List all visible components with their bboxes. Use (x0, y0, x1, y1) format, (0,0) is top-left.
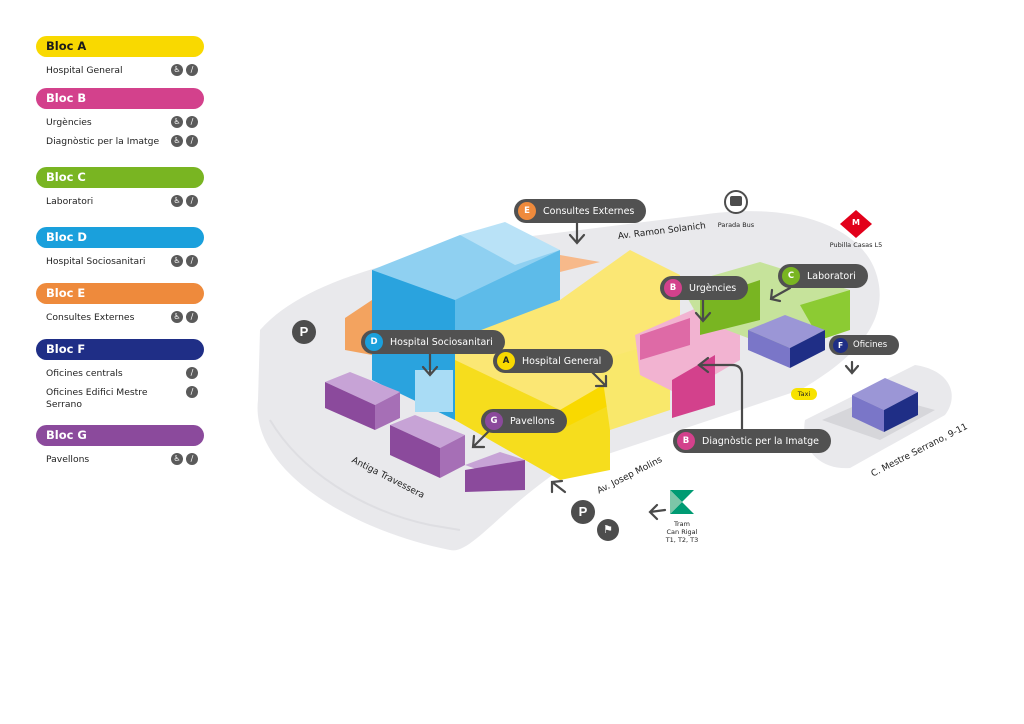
legend-item-label: Consultes Externes (46, 312, 135, 323)
no-elevator-icon: ∕ (186, 453, 198, 465)
no-elevator-icon: ∕ (186, 367, 198, 379)
legend-item[interactable]: Diagnòstic per la Imatge ♿∕ (46, 135, 204, 149)
pavilion-1 (325, 372, 400, 405)
legend-bloc-pill[interactable]: Bloc B (36, 88, 204, 109)
callout-pavellons[interactable]: G Pavellons (481, 409, 567, 433)
callout-label: Diagnòstic per la Imatge (702, 435, 819, 447)
legend-bloc-pill[interactable]: Bloc C (36, 167, 204, 188)
badge-a: A (497, 352, 515, 370)
legend-bloc-pill[interactable]: Bloc D (36, 227, 204, 248)
legend-item[interactable]: Urgències ♿∕ (46, 116, 204, 130)
no-elevator-icon: ∕ (186, 116, 198, 128)
legend-item-label: Oficines centrals (46, 368, 123, 379)
legend-item[interactable]: Laboratori ♿∕ (46, 195, 204, 209)
tram-logo (670, 490, 694, 514)
legend-item[interactable]: Oficines Edifici Mestre Serrano ∕ (46, 386, 204, 411)
legend-item-label: Laboratori (46, 196, 94, 207)
callout-label: Laboratori (807, 270, 856, 282)
legend-item-label: Urgències (46, 117, 92, 128)
badge-c: C (782, 267, 800, 285)
callout-label: Hospital Sociosanitari (390, 336, 493, 348)
accessible-icon: ♿ (171, 64, 183, 76)
callout-label: Urgències (689, 282, 737, 294)
metro-letter: M (852, 218, 860, 227)
accessible-icon: ♿ (171, 311, 183, 323)
legend-bloc-c: Bloc C Laboratori ♿∕ (36, 167, 204, 209)
callout-laboratori[interactable]: C Laboratori (778, 264, 868, 288)
legend-item[interactable]: Hospital Sociosanitari ♿∕ (46, 255, 204, 269)
metro-station-label: Pubilla Casas L5 (829, 241, 883, 249)
callout-hospital-general[interactable]: A Hospital General (493, 349, 614, 373)
callout-diagnostic[interactable]: B Diagnòstic per la Imatge (673, 429, 831, 453)
metro-logo (840, 210, 872, 238)
callout-oficines[interactable]: F Oficines (829, 335, 900, 355)
legend-item-label: Diagnòstic per la Imatge (46, 136, 160, 147)
tram-line-3: T1, T2, T3 (665, 536, 699, 544)
legend-bloc-pill[interactable]: Bloc G (36, 425, 204, 446)
callout-label: Consultes Externes (543, 205, 635, 217)
legend-bloc-g: Bloc G Pavellons ♿∕ (36, 425, 204, 467)
tram-label: Tram Can Rigal T1, T2, T3 (660, 520, 704, 544)
legend-bloc-e: Bloc E Consultes Externes ♿∕ (36, 283, 204, 325)
callout-label: Oficines (853, 340, 888, 350)
bus-stop-label: Parada Bus (717, 221, 755, 229)
legend-bloc-pill[interactable]: Bloc E (36, 283, 204, 304)
tram-line-1: Tram (673, 520, 690, 528)
badge-b: B (677, 432, 695, 450)
callout-label: Pavellons (510, 415, 555, 427)
callout-label: Hospital General (522, 355, 602, 367)
legend-item[interactable]: Consultes Externes ♿∕ (46, 311, 204, 325)
callout-hospital-sociosanitari[interactable]: D Hospital Sociosanitari (361, 330, 505, 354)
pavilion-2 (390, 415, 465, 448)
legend-bloc-d: Bloc D Hospital Sociosanitari ♿∕ (36, 227, 204, 269)
parking-west[interactable]: P (292, 320, 316, 344)
no-elevator-icon: ∕ (186, 64, 198, 76)
badge-e: E (518, 202, 536, 220)
no-elevator-icon: ∕ (186, 311, 198, 323)
no-elevator-icon: ∕ (186, 386, 198, 398)
badge-b: B (664, 279, 682, 297)
badge-d: D (365, 333, 383, 351)
no-elevator-icon: ∕ (186, 255, 198, 267)
badge-g: G (485, 412, 503, 430)
no-elevator-icon: ∕ (186, 135, 198, 147)
legend-item[interactable]: Hospital General ♿∕ (46, 64, 204, 78)
legend-bloc-pill[interactable]: Bloc A (36, 36, 204, 57)
legend-item[interactable]: Pavellons ♿∕ (46, 453, 204, 467)
legend-item-label: Oficines Edifici Mestre Serrano (46, 387, 148, 410)
legend-item[interactable]: Oficines centrals ∕ (46, 367, 204, 381)
legend-item-label: Hospital General (46, 65, 123, 76)
taxi-stand: Taxi (791, 388, 817, 400)
legend-bloc-pill[interactable]: Bloc F (36, 339, 204, 360)
badge-f: F (833, 337, 848, 353)
accessible-icon: ♿ (171, 116, 183, 128)
accessible-icon: ♿ (171, 453, 183, 465)
antiga-road (269, 419, 461, 531)
accessible-icon: ♿ (171, 195, 183, 207)
callout-consultes-externes[interactable]: E Consultes Externes (514, 199, 647, 223)
building-bloc-f (748, 315, 825, 348)
tram-line-2: Can Rigal (666, 528, 698, 536)
callout-urgencies[interactable]: B Urgències (660, 276, 749, 300)
parking-south[interactable]: P (571, 500, 595, 524)
no-elevator-icon: ∕ (186, 195, 198, 207)
legend-bloc-a: Bloc A Hospital General ♿∕ (36, 36, 204, 78)
accessible-icon: ♿ (171, 135, 183, 147)
accessible-icon: ♿ (171, 255, 183, 267)
legend-item-label: Hospital Sociosanitari (46, 256, 146, 267)
ambulance-icon: ⚑ (597, 519, 619, 541)
legend-item-label: Pavellons (46, 454, 90, 465)
